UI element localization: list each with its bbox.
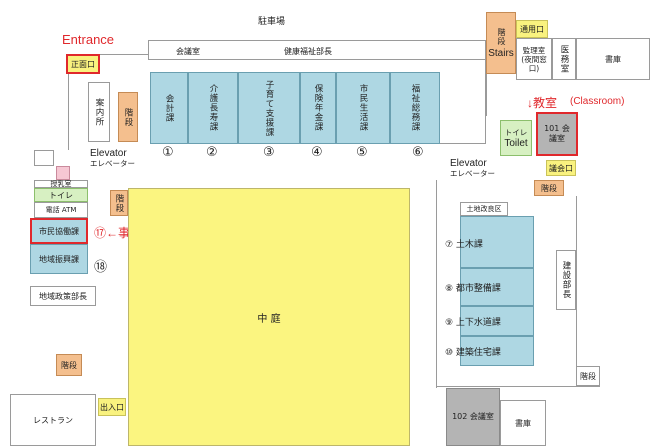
parking-label: 駐車場 (258, 17, 286, 27)
classroom-en: (Classroom) (570, 96, 625, 107)
stairs-left-mid: 階段 (110, 190, 128, 216)
audit-office: 監理室(夜間窓口) (516, 38, 552, 80)
restaurant: レストラン (10, 394, 96, 446)
entrance-label-en: Entrance (62, 32, 115, 47)
division-2: 介護長寿課 (188, 72, 238, 144)
elevator-left-car (56, 166, 70, 180)
division-1-num: ① (162, 145, 174, 160)
stairs-left-bottom: 階段 (56, 354, 82, 376)
medical-room: 医務室 (552, 38, 576, 80)
civil-eng-label: ⑦ 土木課 (445, 240, 483, 250)
conference-102: 102 会議室 (446, 388, 500, 446)
housing-label: ⑩ 建築住宅課 (445, 348, 501, 358)
stairs-left-top: 階段 (118, 92, 138, 142)
wall-segment (68, 74, 69, 150)
stairs-top-en: Stairs (488, 47, 514, 59)
civil-engineering: ⑦ 土木課 (445, 216, 534, 268)
urban-planning: ⑧ 都市整備課 (445, 268, 534, 306)
wall-segment (576, 196, 577, 366)
archive-top: 書庫 (576, 38, 650, 80)
nursing-room: 授乳室 (34, 180, 88, 188)
toilet-right-jp: トイレ (504, 128, 528, 137)
stairs-top-jp: 階段 (497, 27, 506, 46)
top-corridor (148, 40, 486, 60)
wall-segment (486, 74, 487, 116)
water-sewer: ⑨ 上下水道課 (445, 306, 534, 336)
corridor-outline (440, 60, 486, 144)
division-4: 保険年金課 (300, 72, 336, 144)
stairs-right-bottom: 階段 (576, 366, 600, 386)
classroom-101[interactable]: 101 会議室 (536, 112, 578, 156)
elevator-left-jp: エレベーター (90, 159, 135, 168)
exit: 出入口 (98, 398, 126, 416)
construction-director: 建設部長 (556, 250, 576, 310)
division-1: 会計課 (150, 72, 188, 144)
division-2-num: ② (206, 145, 218, 160)
division-4-num: ④ (311, 145, 323, 160)
wall-segment (100, 54, 148, 62)
conference-room-top: 会議室 (176, 47, 200, 56)
division-5: 市民生活課 (336, 72, 390, 144)
stairs-top: 階段 Stairs (486, 12, 516, 74)
division-6-num: ⑥ (412, 145, 424, 160)
wall-segment (436, 386, 600, 387)
regional-promo: 地域振興課 (30, 244, 88, 274)
elevator-right-en: Elevator (450, 158, 487, 169)
regional-policy-director: 地域政策部長 (30, 286, 96, 306)
courtyard: 中 庭 (128, 188, 410, 446)
num-18: ⑱ (94, 260, 108, 275)
toilet-right: トイレ Toilet (500, 120, 532, 156)
entrance-door: 正面口 (66, 54, 100, 74)
welfare-director-room: 健康福祉部長 (284, 47, 332, 56)
division-6: 福祉総務課 (390, 72, 440, 144)
toilet-left: トイレ (34, 188, 88, 202)
reception-desk: 議会口 (546, 160, 576, 176)
division-3: 子育て支援課 (238, 72, 300, 144)
division-5-num: ⑤ (356, 145, 368, 160)
wall-segment (436, 180, 437, 388)
division-3-num: ③ (263, 145, 275, 160)
toilet-right-en: Toilet (504, 138, 528, 149)
info-desk: 案内所 (88, 82, 110, 142)
archive-bottom: 書庫 (500, 400, 546, 446)
wall-segment (34, 150, 54, 166)
service-entrance: 通用口 (516, 20, 548, 38)
civic-coop-office[interactable]: 市民協働課 (30, 218, 88, 244)
classroom-title: ↓教室 (527, 96, 558, 110)
stairs-right: 階段 (534, 180, 564, 196)
phone-atm: 電話 ATM (34, 202, 88, 218)
housing: ⑩ 建築住宅課 (445, 336, 534, 366)
urban-label: ⑧ 都市整備課 (445, 284, 501, 294)
elevator-left-en: Elevator (90, 148, 127, 159)
land-reform: 土地改良区 (460, 202, 508, 216)
elevator-right-jp: エレベーター (450, 169, 495, 178)
water-label: ⑨ 上下水道課 (445, 318, 501, 328)
